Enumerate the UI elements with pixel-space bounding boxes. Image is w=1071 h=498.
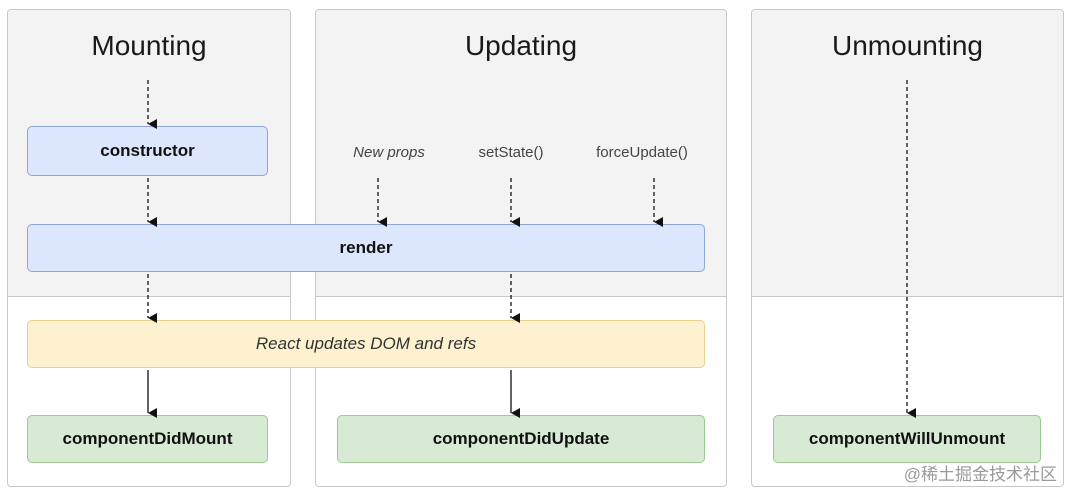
watermark-text: @稀土掘金技术社区 [903, 465, 1057, 484]
react-updates-dom-box: React updates DOM and refs [27, 320, 705, 368]
component-will-unmount-box: componentWillUnmount [773, 415, 1041, 463]
component-did-update-box: componentDidUpdate [337, 415, 705, 463]
component-did-mount-box: componentDidMount [27, 415, 268, 463]
unmounting-title: Unmounting [832, 30, 983, 61]
force-update-label: forceUpdate() [596, 144, 688, 161]
mounting-title: Mounting [91, 30, 207, 61]
set-state-label: setState() [478, 144, 544, 161]
render-box: render [27, 224, 705, 272]
new-props-label: New props [353, 144, 425, 161]
constructor-box: constructor [27, 126, 268, 176]
updating-title: Updating [464, 30, 578, 61]
